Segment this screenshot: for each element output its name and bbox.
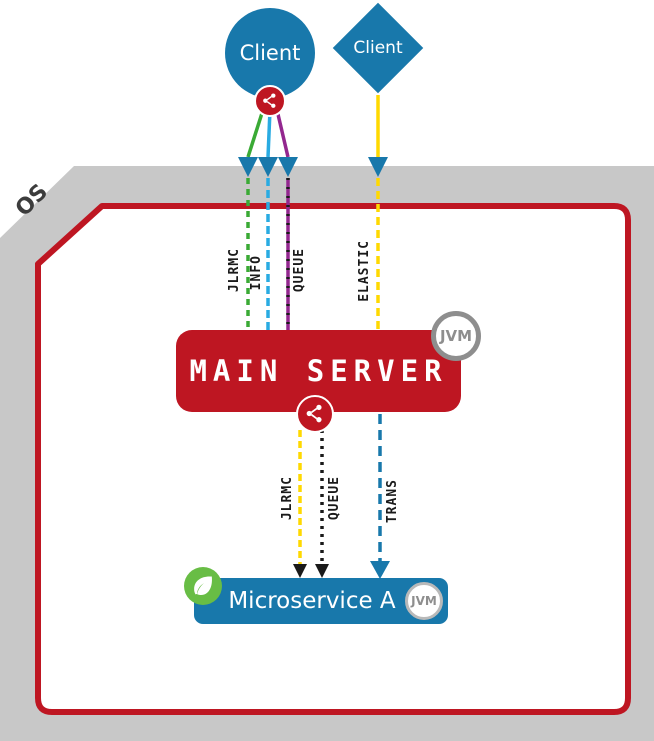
share-network-icon (307, 405, 323, 423)
arrowhead-info-top (258, 157, 278, 177)
arrowhead-trans-bottom (370, 561, 390, 579)
microservice-a-label: Microservice A (228, 588, 396, 614)
arrowhead-queue-top (278, 157, 298, 177)
leaf-glyph (194, 576, 213, 596)
share-icon (254, 85, 286, 117)
client-diamond-label: Client (353, 38, 403, 58)
edge-label-queue-bottom: QUEUE (327, 476, 342, 521)
edge-label-info: INFO (249, 255, 264, 291)
client-circle-node: Client (225, 8, 315, 98)
edge-label-trans: TRANS (385, 479, 400, 524)
jvm-badge-label: JVM (439, 327, 473, 345)
client-diamond-node: Client (332, 2, 424, 94)
edge-jlrmc-client-segment (246, 109, 265, 158)
os-inner-box (35, 203, 631, 715)
arrowhead-jlrmc-bottom (293, 564, 307, 578)
spring-leaf-icon (184, 567, 222, 605)
edge-label-elastic: ELASTIC (357, 240, 372, 302)
arrowhead-queue-bottom (315, 564, 329, 578)
jvm-badge: JVM (405, 582, 443, 620)
edge-label-jlrmc-top: JLRMC (227, 248, 242, 293)
main-server-label: MAIN SERVER (189, 354, 448, 388)
arrowhead-jlrmc-top (238, 157, 258, 177)
edge-label-jlrmc-bottom: JLRMC (280, 476, 295, 521)
client-circle-label: Client (239, 41, 301, 65)
edge-label-queue-top: QUEUE (292, 248, 307, 293)
edge-info-client-segment (266, 109, 272, 158)
edge-queue-client-segment (275, 109, 290, 158)
jvm-badge: JVM (431, 311, 481, 361)
jvm-badge-label: JVM (411, 594, 437, 608)
share-network-icon (263, 93, 276, 109)
share-icon (296, 395, 334, 433)
arrowhead-elastic-top (368, 157, 388, 177)
